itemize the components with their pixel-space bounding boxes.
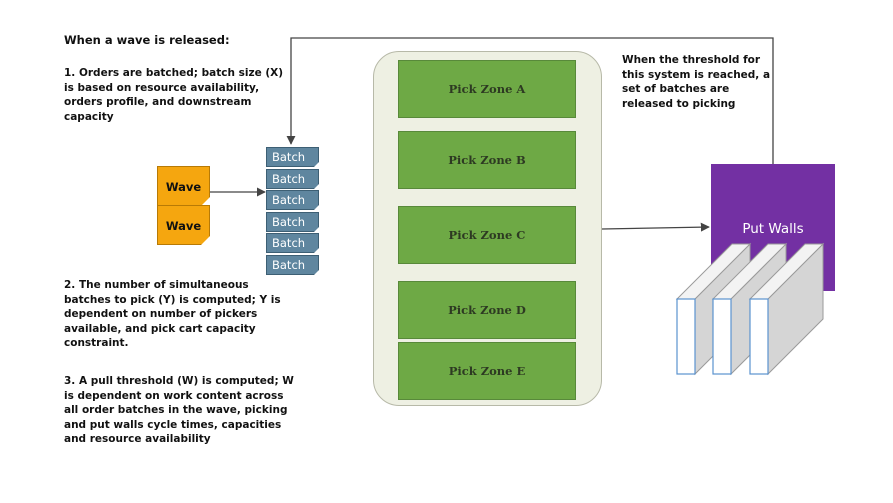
feedback-loop-arrow: [286, 37, 774, 164]
batch-box: Batch: [266, 255, 319, 275]
wave-document: Wave: [157, 166, 210, 206]
diagram-heading: When a wave is released:: [64, 33, 230, 47]
threshold-note: When the threshold for this system is re…: [622, 54, 771, 110]
put-wall-shelf-3: [748, 242, 825, 376]
pick-zone-b: Pick Zone B: [398, 131, 576, 189]
batch-box: Batch: [266, 169, 319, 189]
zone-to-putwalls-arrow: [601, 222, 710, 232]
step-1-text: 1. Orders are batched; batch size (X) is…: [64, 67, 284, 123]
batch-box: Batch: [266, 190, 319, 210]
pick-zone-e: Pick Zone E: [398, 342, 576, 400]
wave-document: Wave: [157, 205, 210, 245]
pick-zone-c: Pick Zone C: [398, 206, 576, 264]
batch-box: Batch: [266, 212, 319, 232]
step-3-text: 3. A pull threshold (W) is computed; W i…: [64, 375, 294, 445]
batch-box: Batch: [266, 147, 319, 167]
step-2-text: 2. The number of simultaneous batches to…: [64, 279, 281, 349]
pick-zone-a: Pick Zone A: [398, 60, 576, 118]
batch-box: Batch: [266, 233, 319, 253]
pick-zone-d: Pick Zone D: [398, 281, 576, 339]
